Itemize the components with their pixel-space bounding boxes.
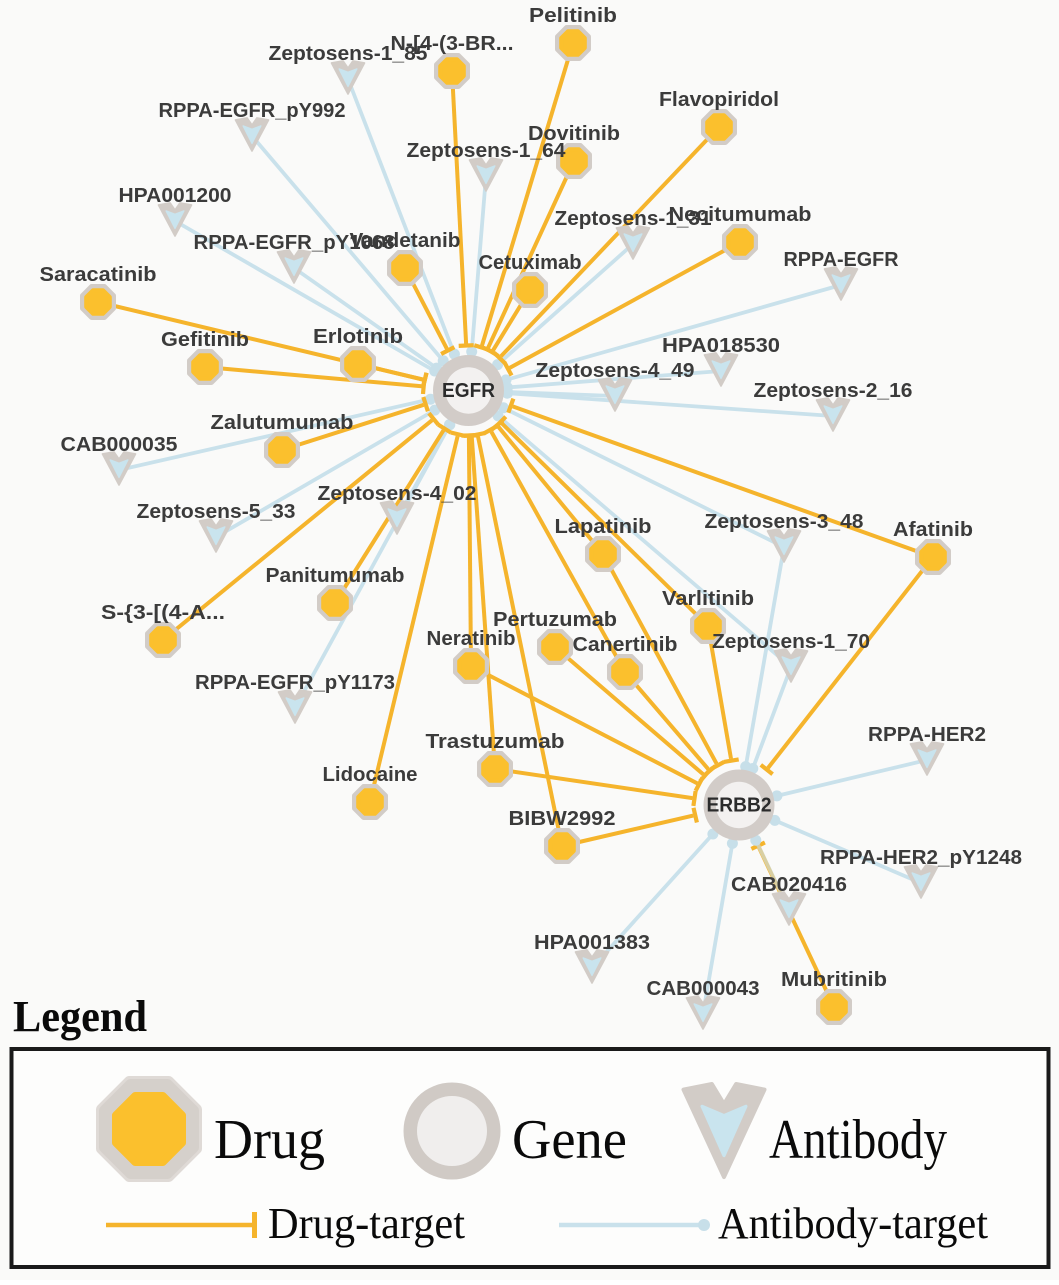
svg-text:Canertinib: Canertinib xyxy=(573,634,678,656)
svg-text:Mubritinib: Mubritinib xyxy=(781,969,887,991)
svg-text:Antibody-target: Antibody-target xyxy=(718,1199,988,1248)
svg-text:Necitumumab: Necitumumab xyxy=(669,204,812,226)
svg-text:Pelitinib: Pelitinib xyxy=(529,5,617,27)
svg-text:S-{3-[(4-A...: S-{3-[(4-A... xyxy=(101,602,225,624)
svg-text:Afatinib: Afatinib xyxy=(893,519,973,541)
svg-text:Zeptosens-4_49: Zeptosens-4_49 xyxy=(536,360,695,382)
svg-text:Antibody: Antibody xyxy=(769,1109,947,1171)
svg-text:Pertuzumab: Pertuzumab xyxy=(493,609,617,631)
svg-text:Lapatinib: Lapatinib xyxy=(555,516,652,538)
svg-text:Drug: Drug xyxy=(214,1109,325,1171)
svg-text:Cetuximab: Cetuximab xyxy=(479,252,582,274)
svg-text:Zalutumumab: Zalutumumab xyxy=(211,412,354,434)
svg-text:Lidocaine: Lidocaine xyxy=(323,764,418,786)
svg-text:RPPA-EGFR_pY1173: RPPA-EGFR_pY1173 xyxy=(195,672,395,694)
svg-text:CAB000043: CAB000043 xyxy=(647,978,760,1000)
svg-text:RPPA-EGFR: RPPA-EGFR xyxy=(784,249,900,271)
svg-text:Panitumumab: Panitumumab xyxy=(266,565,405,587)
svg-text:Neratinib: Neratinib xyxy=(427,628,516,650)
svg-text:Dovitinib: Dovitinib xyxy=(528,123,620,145)
svg-text:RPPA-EGFR_pY992: RPPA-EGFR_pY992 xyxy=(159,100,346,122)
svg-text:Flavopiridol: Flavopiridol xyxy=(659,89,779,111)
svg-text:Vandetanib: Vandetanib xyxy=(350,230,461,252)
svg-text:Zeptosens-2_16: Zeptosens-2_16 xyxy=(754,380,913,402)
svg-text:Zeptosens-5_33: Zeptosens-5_33 xyxy=(137,501,296,523)
svg-text:Gene: Gene xyxy=(512,1109,627,1171)
svg-text:HPA018530: HPA018530 xyxy=(662,335,780,357)
svg-text:RPPA-HER2_pY1248: RPPA-HER2_pY1248 xyxy=(820,847,1022,869)
svg-text:HPA001383: HPA001383 xyxy=(534,932,650,954)
svg-text:EGFR: EGFR xyxy=(442,380,496,402)
svg-text:Legend: Legend xyxy=(13,992,147,1041)
svg-text:CAB000035: CAB000035 xyxy=(61,434,178,456)
svg-text:ERBB2: ERBB2 xyxy=(707,795,772,817)
svg-text:CAB020416: CAB020416 xyxy=(731,874,847,896)
svg-text:Trastuzumab: Trastuzumab xyxy=(426,731,565,753)
svg-text:Varlitinib: Varlitinib xyxy=(662,588,754,610)
svg-text:Zeptosens-3_48: Zeptosens-3_48 xyxy=(705,511,864,533)
svg-text:Erlotinib: Erlotinib xyxy=(313,326,403,348)
svg-text:Zeptosens-1_70: Zeptosens-1_70 xyxy=(712,631,870,653)
svg-text:Zeptosens-4_02: Zeptosens-4_02 xyxy=(318,483,477,505)
svg-text:BIBW2992: BIBW2992 xyxy=(509,808,616,830)
svg-text:Drug-target: Drug-target xyxy=(268,1199,465,1248)
svg-text:Gefitinib: Gefitinib xyxy=(161,329,249,351)
svg-text:Saracatinib: Saracatinib xyxy=(40,264,157,286)
svg-text:N-[4-(3-BR...: N-[4-(3-BR... xyxy=(391,33,514,55)
svg-text:RPPA-HER2: RPPA-HER2 xyxy=(868,724,986,746)
svg-text:HPA001200: HPA001200 xyxy=(119,185,232,207)
